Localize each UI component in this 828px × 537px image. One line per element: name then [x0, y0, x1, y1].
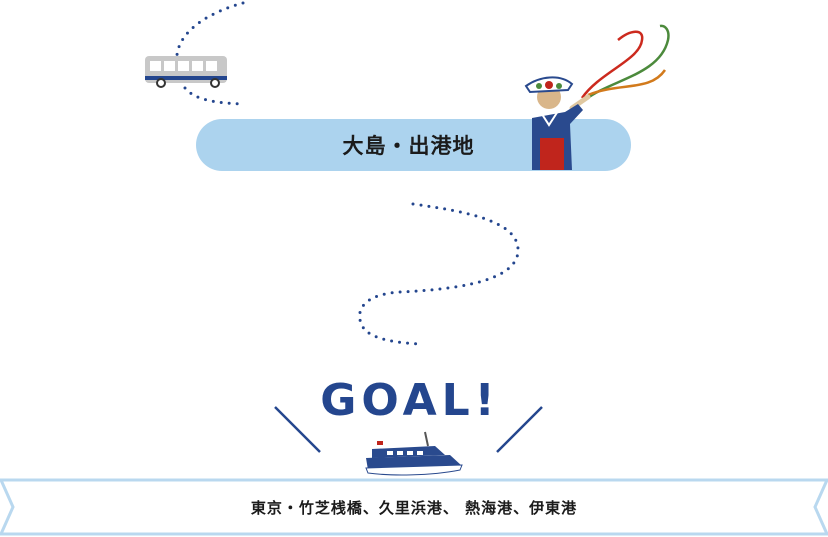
departure-label: 大島・出港地: [342, 134, 475, 158]
burst-left-line: [274, 406, 321, 453]
goal-heading: GOAL!: [320, 374, 500, 426]
destination-label: 東京・竹芝桟橋、久里浜港、 熱海港、伊東港: [250, 498, 578, 517]
route-bus-bottom-path: [183, 86, 245, 106]
route-top-path: [175, 1, 245, 57]
burst-right-line: [496, 406, 543, 453]
